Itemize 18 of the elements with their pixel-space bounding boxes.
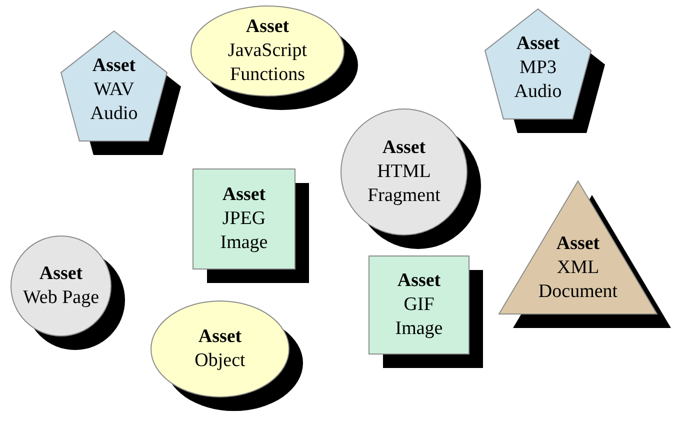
node-text: XML Document: [537, 256, 619, 304]
node-heading: Asset: [397, 269, 441, 293]
node-heading: Asset: [198, 325, 242, 349]
node-text: MP3 Audio: [513, 56, 563, 104]
node-heading: Asset: [246, 15, 290, 39]
node-heading: Asset: [516, 32, 560, 56]
node-heading: Asset: [92, 54, 136, 78]
node-heading: Asset: [382, 136, 426, 160]
node-text: Web Page: [22, 286, 100, 310]
node-text: GIF Image: [394, 293, 444, 341]
node-text: HTML Fragment: [366, 160, 442, 208]
node-heading: Asset: [556, 232, 600, 256]
node-text: JPEG Image: [219, 207, 269, 255]
node-text: WAV Audio: [89, 78, 139, 126]
node-heading: Asset: [39, 262, 83, 286]
node-text: Object: [194, 349, 246, 373]
node-text: JavaScript Functions: [226, 39, 308, 87]
node-heading: Asset: [222, 183, 266, 207]
